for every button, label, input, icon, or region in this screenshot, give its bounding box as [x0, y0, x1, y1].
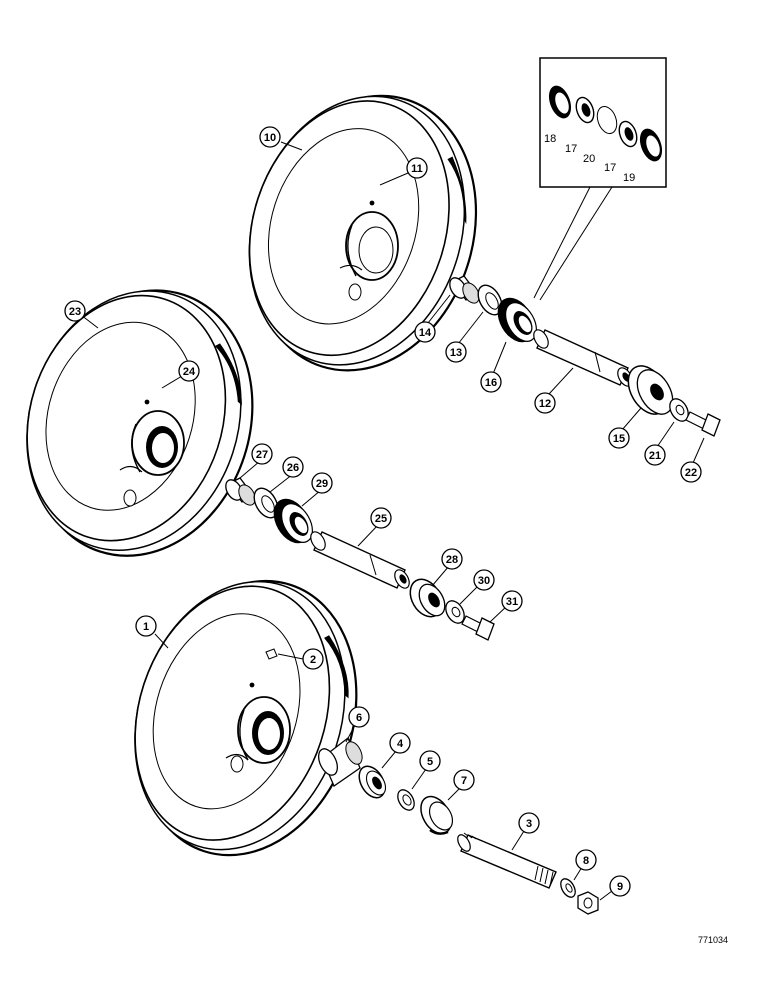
- reference-code: 771034: [698, 935, 728, 945]
- bushing-14: [449, 275, 480, 304]
- idler-wheel-lower: [134, 579, 358, 857]
- svg-text:4: 4: [397, 738, 404, 750]
- bolt-22: [685, 411, 721, 437]
- leader-lines: [80, 141, 705, 901]
- inset-label-17a: 17: [565, 143, 577, 155]
- callout-3: 3: [518, 812, 540, 834]
- callout-24: 24: [178, 360, 200, 382]
- svg-text:22: 22: [685, 467, 697, 479]
- svg-text:8: 8: [583, 855, 589, 867]
- svg-text:10: 10: [264, 132, 276, 144]
- svg-text:29: 29: [316, 478, 328, 490]
- shaft-3: [457, 832, 557, 889]
- svg-text:28: 28: [446, 554, 458, 566]
- callout-27: 27: [251, 443, 273, 465]
- seal-7: [420, 795, 454, 835]
- callout-26: 26: [282, 456, 304, 478]
- svg-text:24: 24: [183, 366, 196, 378]
- svg-text:13: 13: [450, 347, 462, 359]
- svg-text:2: 2: [310, 654, 316, 666]
- callout-4: 4: [389, 732, 411, 754]
- idler-wheel-middle: [26, 289, 254, 557]
- callout-6: 6: [348, 706, 370, 728]
- nut-9: [577, 891, 599, 915]
- callout-31: 31: [501, 590, 523, 612]
- callout-25: 25: [370, 507, 392, 529]
- callout-1: 1: [135, 615, 157, 637]
- svg-text:14: 14: [419, 327, 432, 339]
- callout-2: 2: [302, 648, 324, 670]
- callout-16: 16: [480, 371, 502, 393]
- callout-15: 15: [608, 427, 630, 449]
- inset-label-19: 19: [623, 172, 635, 184]
- inset-label-18: 18: [544, 133, 556, 145]
- callout-14: 14: [414, 321, 436, 343]
- callout-10: 10: [259, 126, 281, 148]
- svg-text:21: 21: [649, 450, 661, 462]
- svg-text:7: 7: [461, 775, 467, 787]
- callout-7: 7: [453, 769, 475, 791]
- upper-shaft-assembly: [449, 275, 721, 437]
- callout-9: 9: [609, 875, 631, 897]
- collar-15: [627, 365, 674, 415]
- bushing-27: [225, 477, 256, 506]
- svg-text:25: 25: [375, 513, 387, 525]
- bearing-4: [358, 765, 387, 799]
- svg-text:11: 11: [411, 163, 423, 175]
- svg-text:1: 1: [143, 621, 149, 633]
- callout-21: 21: [644, 444, 666, 466]
- callout-22: 22: [680, 461, 702, 483]
- svg-text:3: 3: [526, 818, 532, 830]
- svg-text:15: 15: [613, 433, 625, 445]
- seal-group-16: [497, 297, 537, 343]
- callout-12: 12: [534, 392, 556, 414]
- inset-label-17b: 17: [604, 162, 616, 174]
- svg-text:6: 6: [356, 712, 362, 724]
- bolt-31: [461, 615, 495, 641]
- callout-28: 28: [441, 548, 463, 570]
- seal-group-29: [273, 498, 313, 544]
- lower-shaft-assembly: [317, 736, 599, 915]
- callout-29: 29: [311, 472, 333, 494]
- svg-text:27: 27: [256, 449, 268, 461]
- callout-30: 30: [473, 569, 495, 591]
- svg-text:16: 16: [485, 377, 497, 389]
- svg-text:9: 9: [617, 881, 623, 893]
- callout-8: 8: [575, 849, 597, 871]
- svg-text:31: 31: [506, 596, 518, 608]
- svg-text:5: 5: [427, 756, 433, 768]
- callout-11: 11: [406, 157, 428, 179]
- svg-text:23: 23: [69, 306, 81, 318]
- sleeve-6: [317, 736, 363, 787]
- bearing-28: [409, 578, 446, 618]
- callout-23: 23: [64, 300, 86, 322]
- seal-detail-inset: 18 17 20 17 19: [533, 57, 667, 301]
- svg-text:12: 12: [539, 398, 551, 410]
- callout-13: 13: [445, 341, 467, 363]
- callout-5: 5: [419, 750, 441, 772]
- shaft-25: [310, 531, 410, 589]
- inset-label-20: 20: [583, 153, 595, 165]
- svg-text:26: 26: [287, 462, 299, 474]
- shaft-12: [533, 329, 633, 387]
- middle-shaft-assembly: [225, 477, 495, 641]
- svg-text:30: 30: [478, 575, 490, 587]
